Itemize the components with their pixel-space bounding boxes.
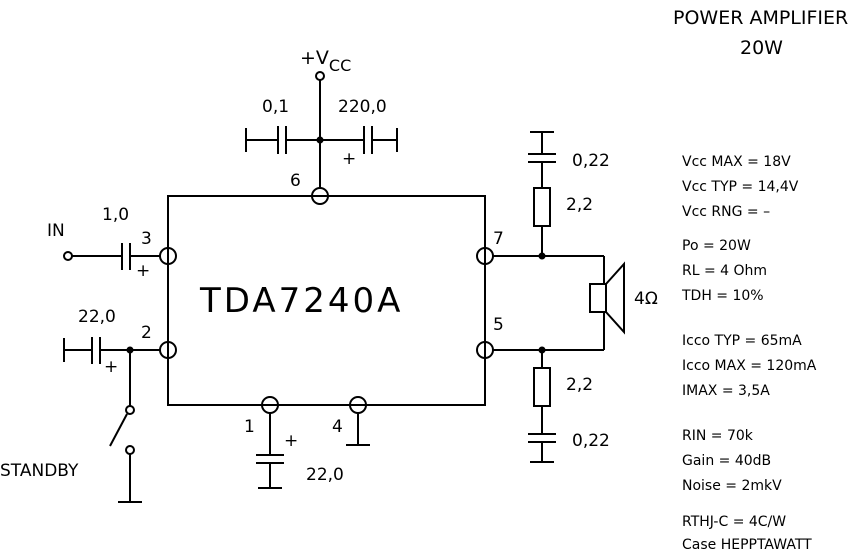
spec-line-6: TDH = 10% — [681, 288, 764, 304]
title-line2: 20W — [740, 37, 783, 59]
chip-name: TDA7240A — [199, 281, 403, 321]
pin-2-label: 2 — [141, 323, 152, 343]
spec-line-9: IMAX = 3,5A — [682, 383, 770, 399]
input-label: IN — [47, 221, 65, 241]
input-terminal — [63, 251, 73, 261]
spec-line-2: Vcc TYP = 14,4V — [682, 179, 799, 195]
spec-line-7: Icco TYP = 65mA — [682, 333, 802, 349]
cap-22-pin2-label: 22,0 — [78, 307, 116, 327]
spec-line-1: Vcc MAX = 18V — [682, 154, 791, 170]
speaker-body — [589, 283, 607, 313]
cap-1-0-label: 1,0 — [102, 205, 129, 225]
title-line1: POWER AMPLIFIER — [673, 7, 848, 29]
cap-22-pin1-plus: + — [284, 431, 298, 451]
pin-1-label: 1 — [244, 417, 255, 437]
cap-22-pin1-label: 22,0 — [306, 465, 344, 485]
vcc-label: +VCC — [300, 47, 351, 75]
ic-body — [167, 195, 486, 406]
standby-switch-lever — [109, 413, 128, 447]
speaker-icon — [605, 261, 625, 335]
cap-1-0-plus: + — [136, 261, 150, 281]
spec-line-5: RL = 4 Ohm — [682, 263, 767, 279]
pin-7-label: 7 — [493, 229, 504, 249]
standby-switch-bottom — [125, 445, 135, 455]
spec-line-10: RIN = 70k — [682, 428, 754, 444]
spec-line-12: Noise = 2mkV — [682, 478, 782, 494]
vcc-terminal — [315, 71, 325, 81]
resistor-bottom — [533, 367, 551, 407]
spec-line-3: Vcc RNG = – — [682, 204, 770, 220]
standby-label: STANDBY — [0, 461, 79, 481]
cap-0-22-top-label: 0,22 — [572, 151, 610, 171]
pin-6-label: 6 — [290, 171, 301, 191]
cap-0-1-label: 0,1 — [262, 97, 289, 117]
cap-22-pin2-plus: + — [104, 357, 118, 377]
standby-switch-top — [125, 405, 135, 415]
spec-line-8: Icco MAX = 120mA — [682, 358, 817, 374]
resistor-top — [533, 187, 551, 227]
cap-220-plus: + — [342, 149, 356, 169]
pin-3-label: 3 — [141, 229, 152, 249]
spec-line-4: Po = 20W — [682, 238, 751, 254]
resistor-bottom-label: 2,2 — [566, 375, 593, 395]
cap-220-label: 220,0 — [338, 97, 387, 117]
resistor-top-label: 2,2 — [566, 195, 593, 215]
spec-line-13: RTHJ-C = 4C/W — [682, 514, 786, 530]
speaker-label: 4Ω — [634, 289, 658, 309]
pin-5-label: 5 — [493, 315, 504, 335]
pin-4-label: 4 — [332, 417, 343, 437]
spec-line-14: Case HEPPTAWATT — [682, 537, 812, 553]
spec-line-11: Gain = 40dB — [682, 453, 771, 469]
cap-0-22-bottom-label: 0,22 — [572, 431, 610, 451]
